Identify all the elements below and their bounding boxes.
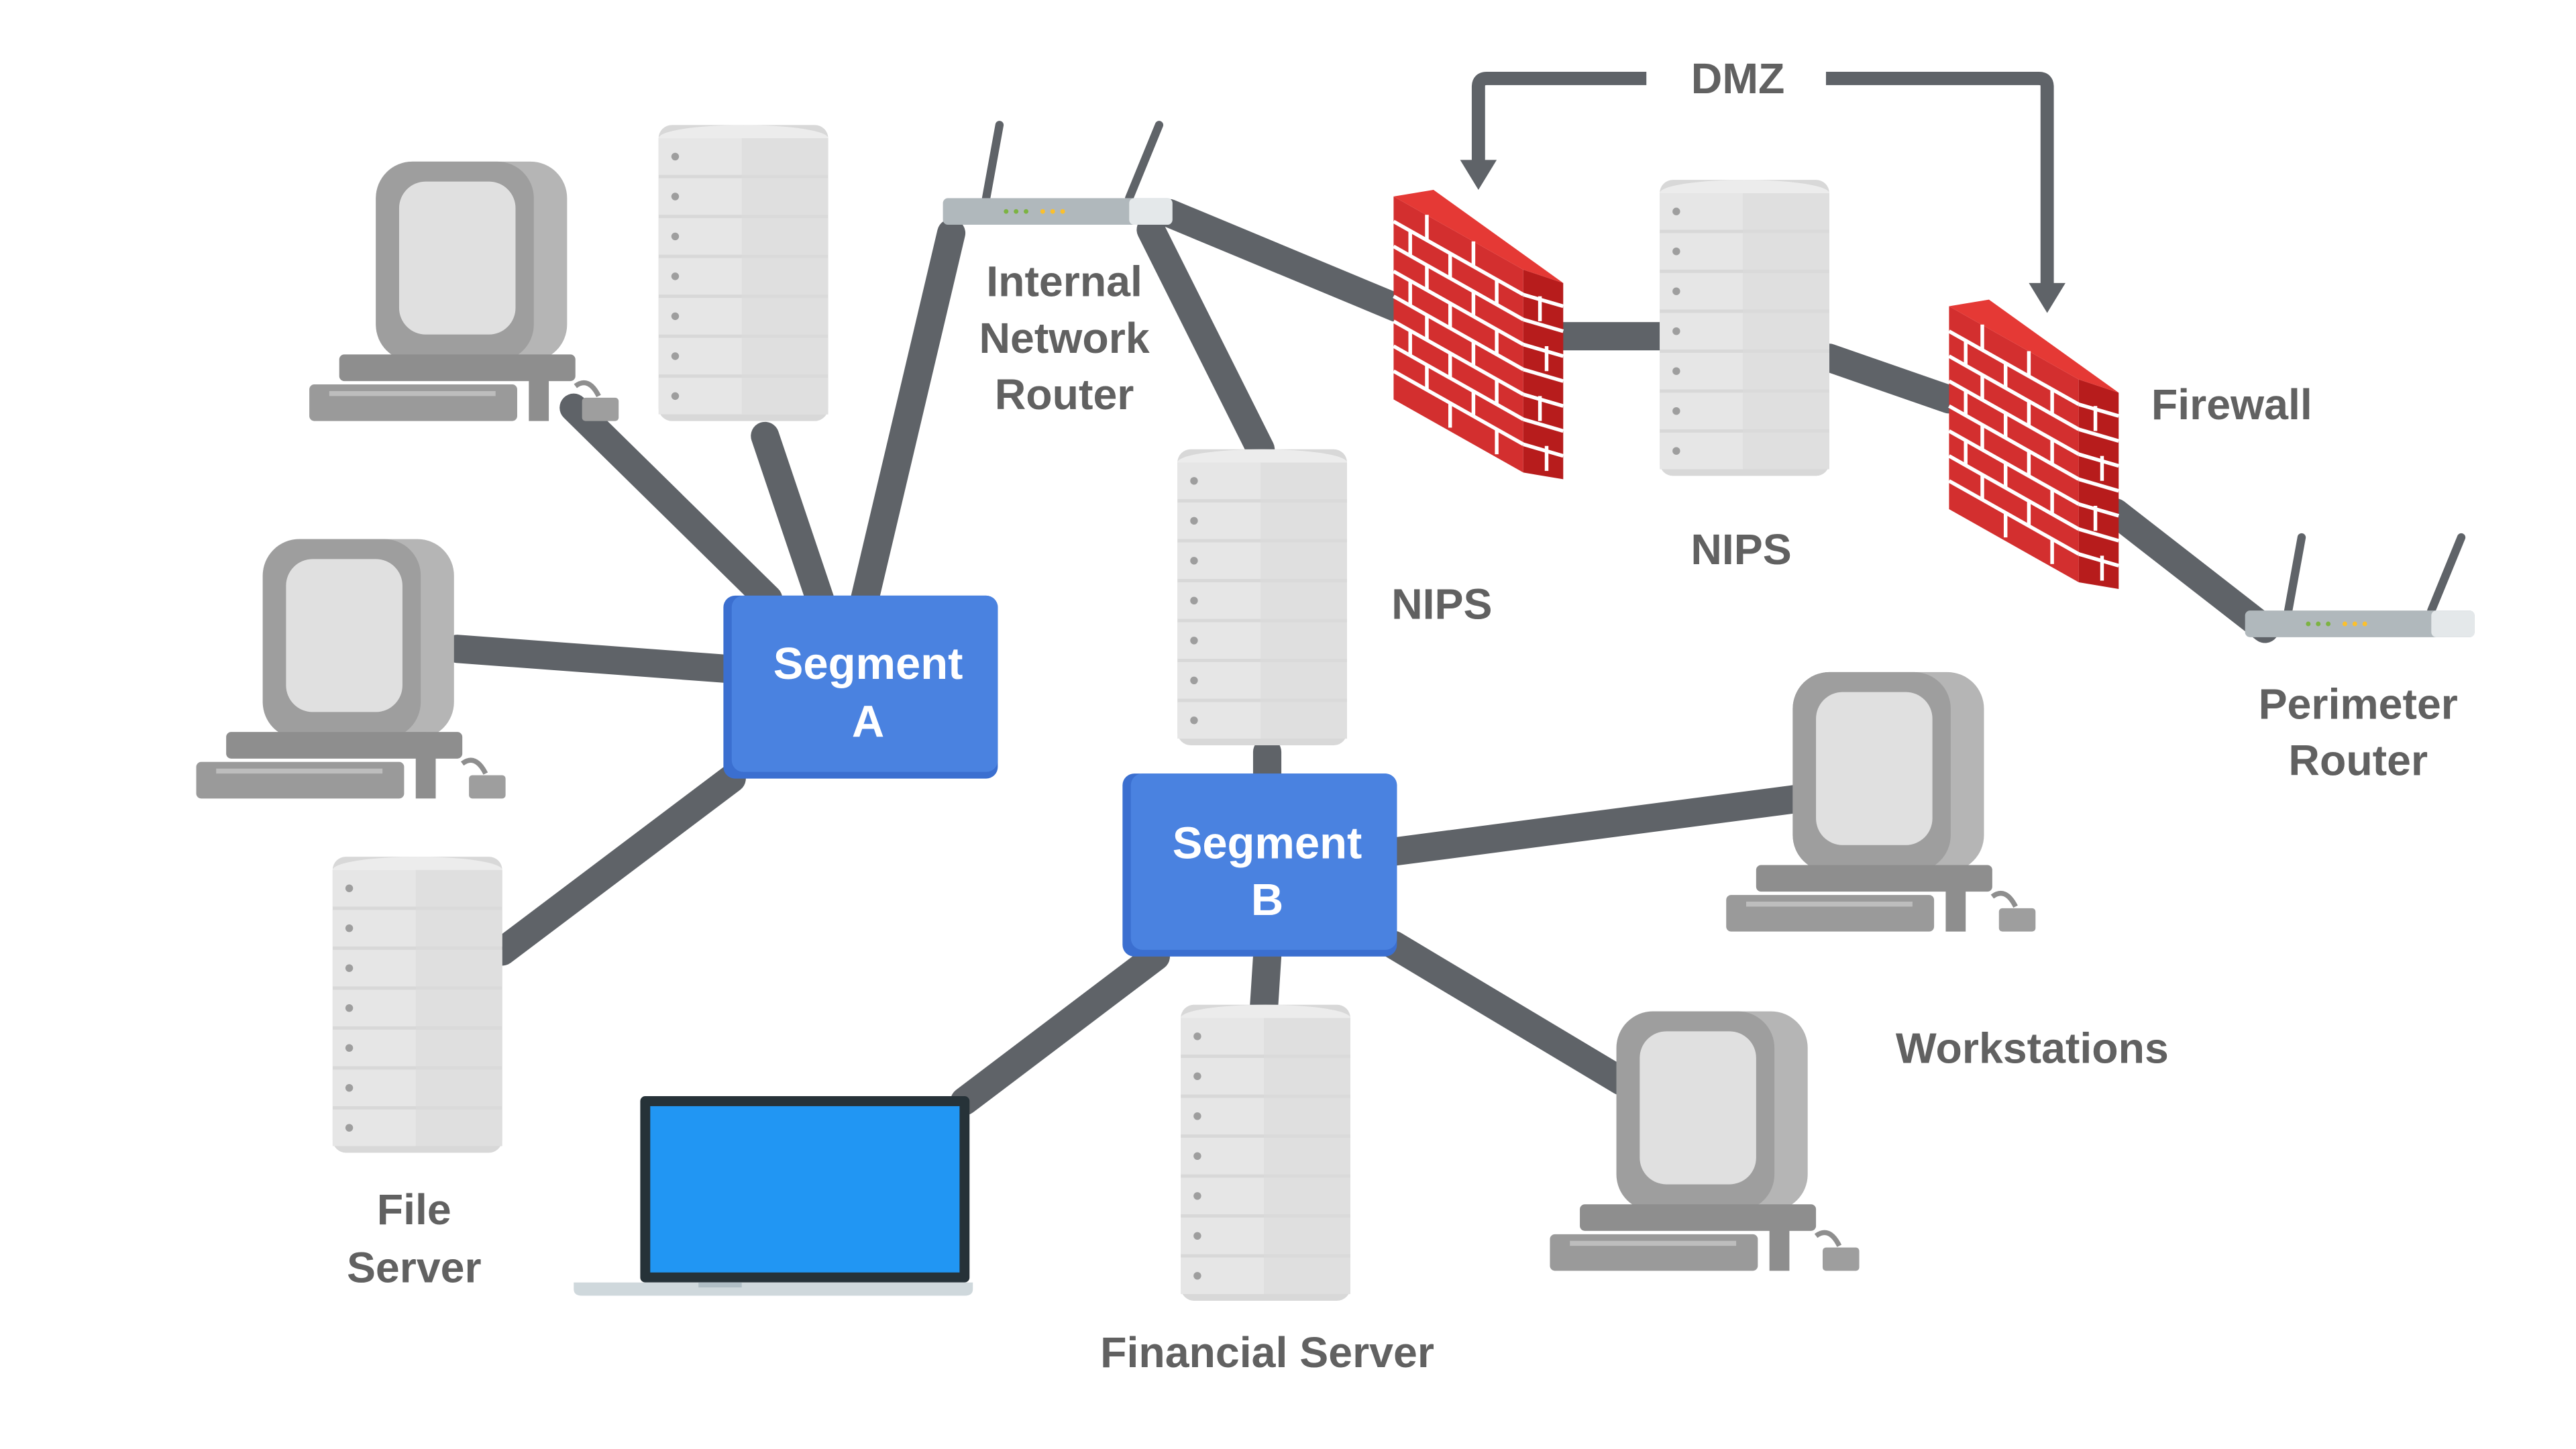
link-router-firewall <box>1155 199 1411 323</box>
laptop-icon <box>574 1096 973 1296</box>
workstation-computer-icon <box>309 162 619 421</box>
file-server-icon <box>332 857 502 1153</box>
link-segment-b-financial <box>1249 942 1282 1022</box>
perimeter-router-label-line2: Router <box>2288 737 2428 785</box>
workstation-computer-icon <box>197 539 506 799</box>
labels: Internal Network Router NIPS NIPS DMZ Fi… <box>347 54 2458 1377</box>
link-computer1-segment-a <box>559 393 783 613</box>
firewall-icon <box>1393 190 1563 479</box>
link-router-segment-a <box>851 219 966 613</box>
file-server-label-line1: File <box>377 1185 451 1234</box>
link-router-nips <box>1136 215 1275 464</box>
financial-server-label: Financial Server <box>1100 1328 1434 1377</box>
internal-router-icon <box>943 125 1173 225</box>
nips-dmz-label: NIPS <box>1690 525 1791 574</box>
link-firewall-perimeter <box>2101 498 2279 643</box>
nips-dmz-server-icon <box>1660 180 1829 476</box>
internal-router-label-line3: Router <box>995 370 1134 419</box>
arrow-down-icon <box>1460 160 1497 190</box>
segment-b-label-line1: Segment <box>1173 818 1362 869</box>
firewall-icon <box>1949 300 2118 589</box>
nips-internal-label: NIPS <box>1391 580 1492 629</box>
segment-a-label-line2: A <box>852 697 884 747</box>
file-server-label-line2: Server <box>347 1244 482 1292</box>
link-computer2-segment-a <box>443 635 741 684</box>
perimeter-router-icon <box>2245 537 2475 637</box>
perimeter-router-label-line1: Perimeter <box>2259 680 2458 728</box>
dmz-bracket <box>1460 71 2065 313</box>
link-segment-b-laptop <box>950 942 1170 1116</box>
internal-router-label-line1: Internal <box>986 258 1142 306</box>
financial-server-icon <box>1181 1004 1350 1301</box>
nips-server-icon <box>1177 449 1348 745</box>
dmz-label: DMZ <box>1691 54 1785 103</box>
workstations-label: Workstations <box>1896 1024 2169 1072</box>
segment-a-node: Segment A <box>723 595 998 779</box>
segment-b-label-line2: B <box>1251 875 1283 925</box>
link-nips-dmz-firewall <box>1815 343 1964 414</box>
link-segment-b-workstation1 <box>1379 784 1814 866</box>
connections <box>443 199 2279 1116</box>
server-icon <box>658 125 828 421</box>
arrow-down-icon <box>2029 282 2065 313</box>
internal-router-label-line2: Network <box>979 314 1149 362</box>
link-segment-b-workstation2 <box>1379 930 1636 1095</box>
segment-b-node: Segment B <box>1122 773 1397 957</box>
link-server-top-segment-a <box>751 421 835 613</box>
firewall-label: Firewall <box>2151 380 2312 429</box>
segment-a-label-line1: Segment <box>773 639 963 689</box>
link-file-server-segment-a <box>488 764 746 966</box>
